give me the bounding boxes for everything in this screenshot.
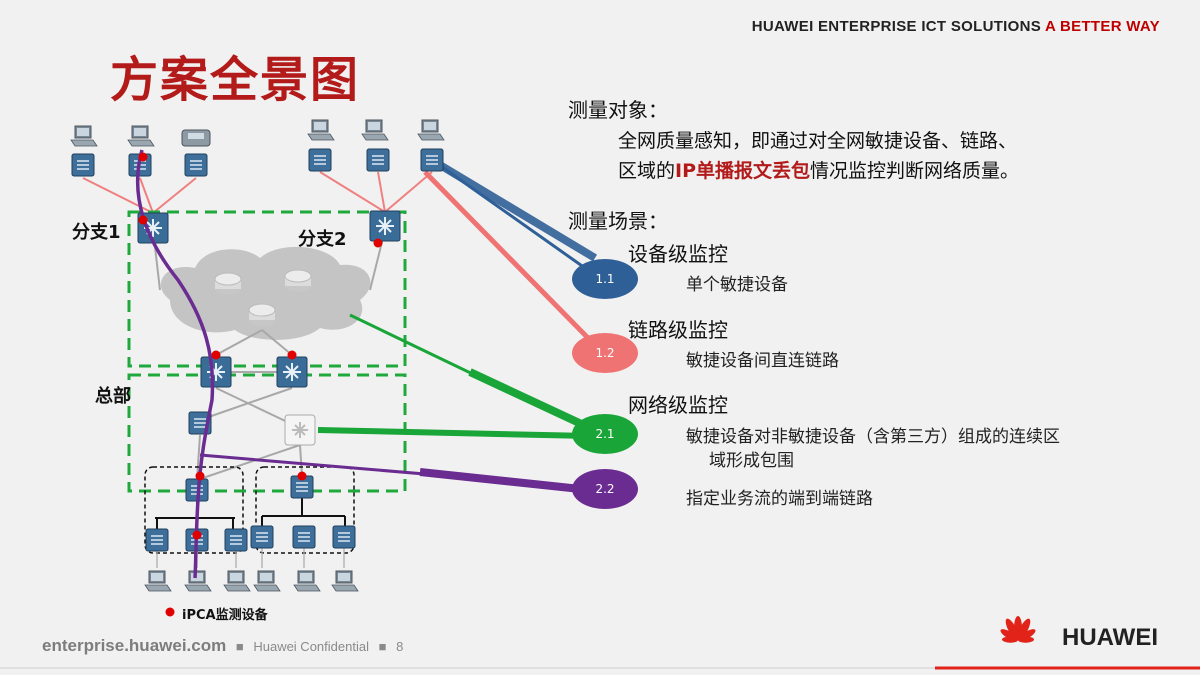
ipca-legend-label: iPCA监测设备 bbox=[182, 608, 268, 623]
measure-object-line2: 区域的IP单播报文丢包情况监控判断网络质量。 bbox=[618, 156, 1019, 186]
scene-id-1-1: 1.1 bbox=[595, 272, 614, 286]
scene-desc-1-1: 单个敏捷设备 bbox=[686, 275, 788, 295]
network-level-heading: 网络级监控 bbox=[628, 393, 728, 417]
scene-marker-1-1: 1.1 bbox=[572, 259, 638, 299]
footer-confidential: Huawei Confidential bbox=[253, 639, 369, 654]
scene-id-2-1: 2.1 bbox=[595, 427, 614, 441]
scene-desc-2-2: 指定业务流的端到端链路 bbox=[686, 489, 873, 509]
footer-separator-icon: ■ bbox=[378, 639, 387, 654]
link-level-heading: 链路级监控 bbox=[628, 318, 728, 342]
footer-separator-icon: ■ bbox=[235, 639, 244, 654]
tagline-accent: A BETTER WAY bbox=[1044, 18, 1160, 35]
scene-desc-2-1-line2: 域形成包围 bbox=[709, 451, 794, 471]
huawei-brand-name: HUAWEI bbox=[1062, 624, 1158, 651]
branch1-label: 分支1 bbox=[72, 222, 121, 243]
hq-label: 总部 bbox=[95, 386, 131, 407]
tagline-text: HUAWEI ENTERPRISE ICT SOLUTIONS bbox=[751, 18, 1042, 35]
scene-marker-1-2: 1.2 bbox=[572, 333, 638, 373]
scene-desc-2-1-line1: 敏捷设备对非敏捷设备（含第三方）组成的连续区 bbox=[686, 427, 1060, 447]
scene-id-1-2: 1.2 bbox=[595, 346, 614, 360]
measure-object-highlight: IP单播报文丢包 bbox=[675, 160, 811, 182]
measure-scene-heading: 测量场景： bbox=[568, 209, 668, 233]
footer-info: enterprise.huawei.com ■ Huawei Confident… bbox=[42, 636, 403, 656]
footer-page-number: 8 bbox=[396, 639, 404, 654]
device-level-heading: 设备级监控 bbox=[628, 242, 728, 266]
measure-object-heading: 测量对象： bbox=[568, 98, 668, 122]
scene-id-2-2: 2.2 bbox=[595, 482, 614, 496]
huawei-logo-icon bbox=[1000, 616, 1036, 643]
scene-marker-2-1: 2.1 bbox=[572, 414, 638, 454]
branch2-label: 分支2 bbox=[298, 229, 347, 250]
scene-marker-2-2: 2.2 bbox=[572, 469, 638, 509]
page-title: 方案全景图 bbox=[110, 52, 361, 108]
header-tagline: HUAWEI ENTERPRISE ICT SOLUTIONS A BETTER… bbox=[752, 18, 1160, 35]
measure-object-line2-post: 情况监控判断网络质量。 bbox=[810, 160, 1020, 182]
footer-site: enterprise.huawei.com bbox=[42, 636, 227, 655]
measure-object-line2-pre: 区域的 bbox=[618, 160, 676, 182]
measure-object-line1: 全网质量感知，即通过对全网敏捷设备、链路、 bbox=[618, 130, 1018, 152]
scene-desc-1-2: 敏捷设备间直连链路 bbox=[686, 351, 839, 371]
